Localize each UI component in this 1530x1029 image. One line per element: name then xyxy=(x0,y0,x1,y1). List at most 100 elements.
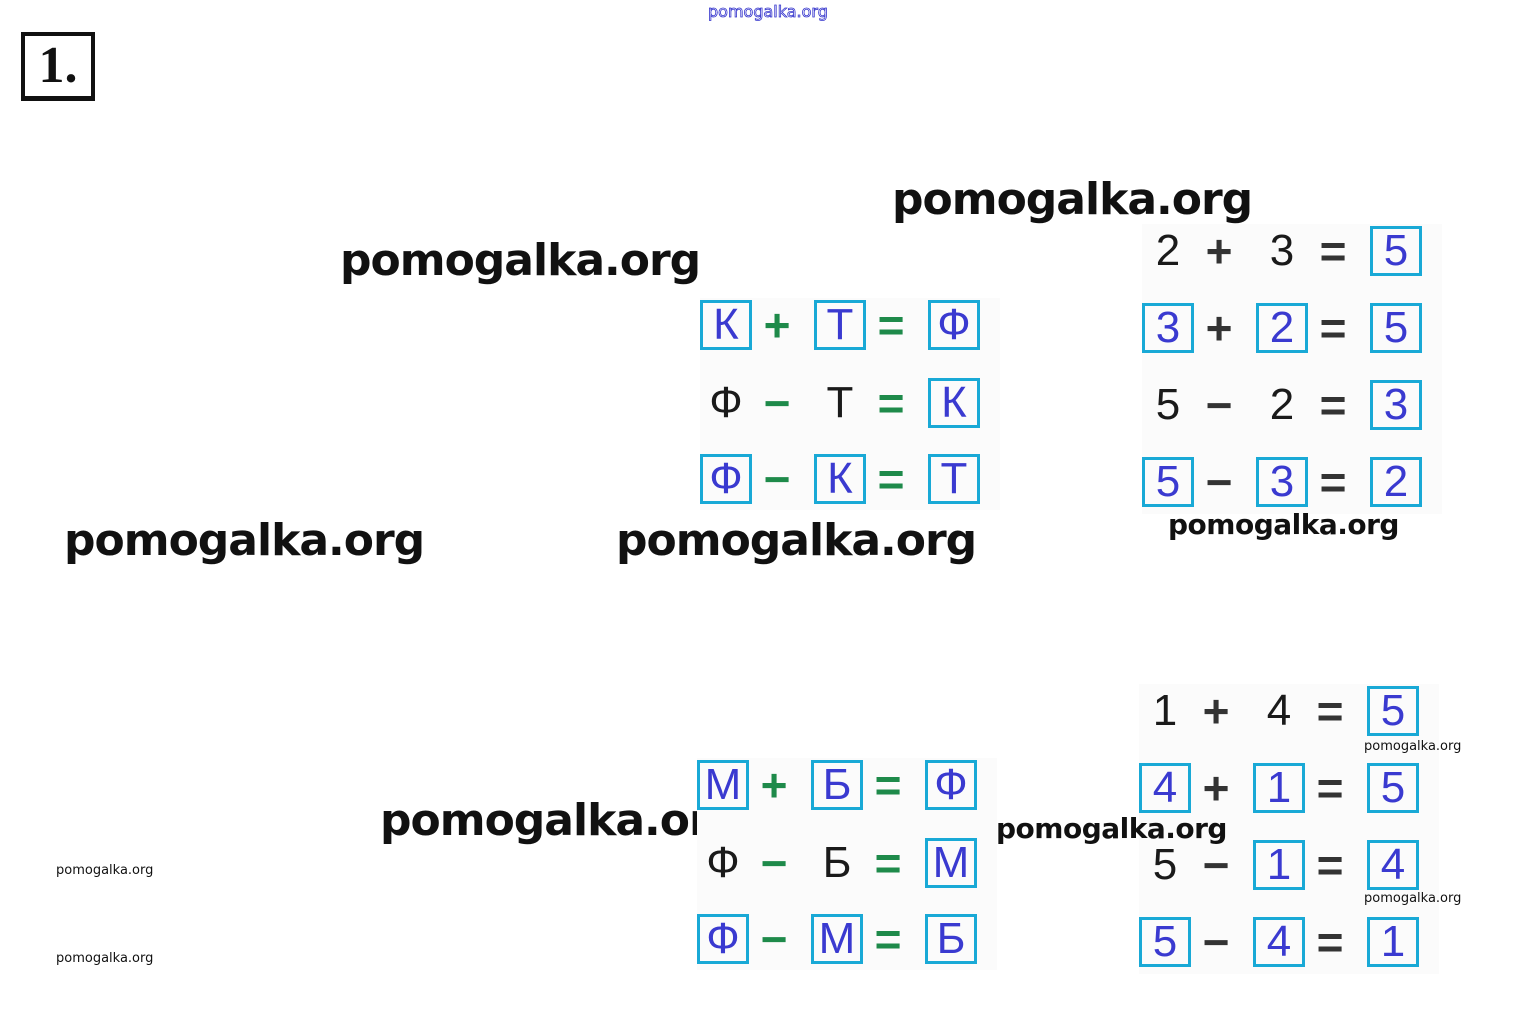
equals-sign: = xyxy=(874,837,902,889)
equation-row: К + Т = Ф xyxy=(700,298,980,352)
watermark: pomogalka.org xyxy=(56,863,154,878)
answer-box: 3 xyxy=(1370,380,1422,430)
operator: − xyxy=(1202,916,1230,968)
equals-sign: = xyxy=(1319,379,1347,431)
equals-sign: = xyxy=(1316,685,1344,737)
equation-row: Ф − Т = К xyxy=(700,376,980,430)
answer-box: Б xyxy=(925,914,977,964)
equation-row: 4 + 1 = 5 xyxy=(1139,761,1419,815)
given-term: Ф xyxy=(706,838,740,887)
answer-box: 5 xyxy=(1139,917,1191,967)
equation-row: 5 − 1 = 4 xyxy=(1139,838,1419,892)
answer-box: 4 xyxy=(1139,763,1191,813)
answer-box: 1 xyxy=(1253,840,1305,890)
equals-sign: = xyxy=(1316,916,1344,968)
number-equations-1: 2 + 3 = 5 3 + 2 = 5 5 − 2 = 3 5 − 3 = 2 xyxy=(1142,224,1442,514)
equals-sign: = xyxy=(877,453,905,505)
given-term: Т xyxy=(826,378,854,427)
task-number: 1. xyxy=(21,32,95,101)
given-term: Б xyxy=(822,838,852,887)
operator: − xyxy=(760,913,788,965)
equals-sign: = xyxy=(877,377,905,429)
given-term: 1 xyxy=(1152,686,1178,735)
answer-box: 4 xyxy=(1253,917,1305,967)
answer-box: К xyxy=(928,378,980,428)
operator: + xyxy=(760,759,788,811)
equals-sign: = xyxy=(874,759,902,811)
answer-box: Т xyxy=(928,454,980,504)
number-equations-2: 1 + 4 = 5 4 + 1 = 5 5 − 1 = 4 5 − 4 = 1 xyxy=(1139,684,1439,974)
equation-row: Ф − М = Б xyxy=(697,912,977,966)
letter-equations-1: К + Т = Ф Ф − Т = К Ф − К = Т xyxy=(700,298,1000,510)
equation-row: М + Б = Ф xyxy=(697,758,977,812)
answer-box: 3 xyxy=(1256,457,1308,507)
operator: − xyxy=(760,837,788,889)
answer-box: Б xyxy=(811,760,863,810)
answer-box: Ф xyxy=(928,300,980,350)
operator: − xyxy=(763,377,791,429)
equation-row: 3 + 2 = 5 xyxy=(1142,301,1422,355)
given-term: 2 xyxy=(1155,226,1181,275)
given-term: 3 xyxy=(1269,226,1295,275)
answer-box: 5 xyxy=(1142,457,1194,507)
operator: + xyxy=(1205,302,1233,354)
answer-box: 5 xyxy=(1367,686,1419,736)
equation-row: 2 + 3 = 5 xyxy=(1142,224,1422,278)
equation-row: Ф − Б = М xyxy=(697,836,977,890)
equals-sign: = xyxy=(877,299,905,351)
answer-box: 1 xyxy=(1253,763,1305,813)
watermark: pomogalka.org xyxy=(1364,739,1462,754)
equation-row: 5 − 4 = 1 xyxy=(1139,915,1419,969)
answer-box: Т xyxy=(814,300,866,350)
answer-box: 5 xyxy=(1370,303,1422,353)
operator: + xyxy=(1202,685,1230,737)
operator: − xyxy=(1205,379,1233,431)
watermark: pomogalka.org xyxy=(340,235,701,286)
equation-row: 5 − 3 = 2 xyxy=(1142,455,1422,509)
answer-box: Ф xyxy=(700,454,752,504)
answer-box: 4 xyxy=(1367,840,1419,890)
equation-row: 1 + 4 = 5 xyxy=(1139,684,1419,738)
operator: + xyxy=(1205,225,1233,277)
given-term: 5 xyxy=(1152,840,1178,889)
equals-sign: = xyxy=(1319,456,1347,508)
equals-sign: = xyxy=(1319,225,1347,277)
watermark: pomogalka.org xyxy=(56,951,154,966)
answer-box: М xyxy=(811,914,863,964)
given-term: 5 xyxy=(1155,380,1181,429)
equals-sign: = xyxy=(1316,839,1344,891)
given-term: Ф xyxy=(709,378,743,427)
watermark: pomogalka.org xyxy=(64,515,425,566)
operator: + xyxy=(763,299,791,351)
answer-box: 1 xyxy=(1367,917,1419,967)
answer-box: М xyxy=(925,838,977,888)
watermark: pomogalka.org xyxy=(708,2,829,22)
operator: − xyxy=(763,453,791,505)
given-term: 2 xyxy=(1269,380,1295,429)
equals-sign: = xyxy=(1316,762,1344,814)
watermark: pomogalka.org xyxy=(892,174,1253,225)
watermark: pomogalka.org xyxy=(380,795,741,846)
given-term: 4 xyxy=(1266,686,1292,735)
operator: + xyxy=(1202,762,1230,814)
watermark: pomogalka.org xyxy=(1168,508,1399,541)
answer-box: 5 xyxy=(1370,226,1422,276)
operator: − xyxy=(1205,456,1233,508)
answer-box: 2 xyxy=(1370,457,1422,507)
letter-equations-2: М + Б = Ф Ф − Б = М Ф − М = Б xyxy=(697,758,997,970)
answer-box: К xyxy=(814,454,866,504)
watermark: pomogalka.org xyxy=(1364,891,1462,906)
equals-sign: = xyxy=(874,913,902,965)
answer-box: 3 xyxy=(1142,303,1194,353)
equation-row: Ф − К = Т xyxy=(700,452,980,506)
answer-box: М xyxy=(697,760,749,810)
equals-sign: = xyxy=(1319,302,1347,354)
watermark: pomogalka.org xyxy=(996,812,1227,845)
answer-box: Ф xyxy=(925,760,977,810)
answer-box: 5 xyxy=(1367,763,1419,813)
answer-box: К xyxy=(700,300,752,350)
equation-row: 5 − 2 = 3 xyxy=(1142,378,1422,432)
operator: − xyxy=(1202,839,1230,891)
answer-box: Ф xyxy=(697,914,749,964)
answer-box: 2 xyxy=(1256,303,1308,353)
